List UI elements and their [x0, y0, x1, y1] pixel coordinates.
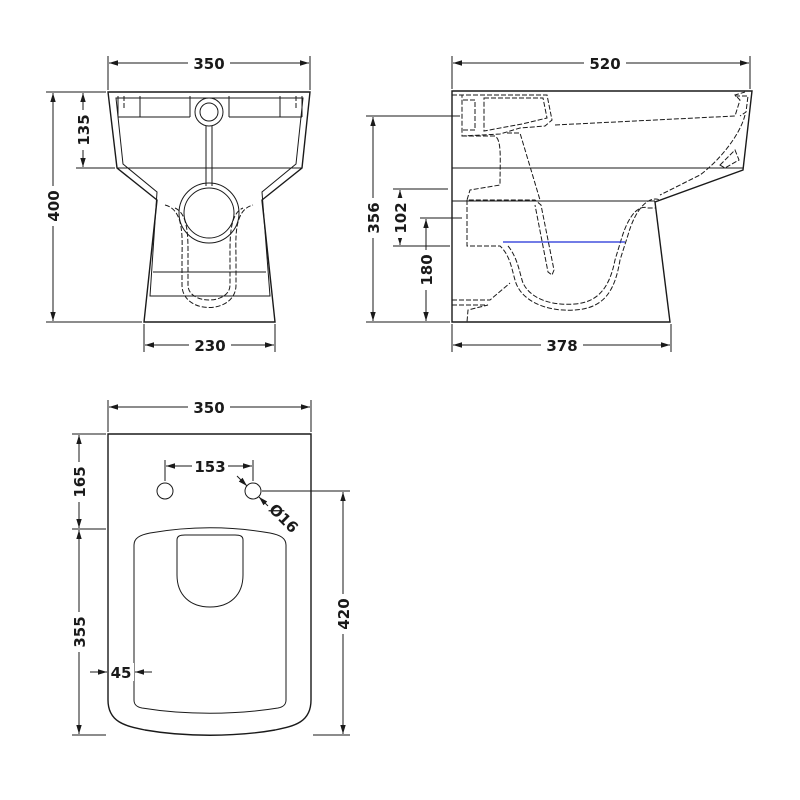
- front-outline: [107, 91, 311, 323]
- hole-to-front-label: 420: [335, 598, 353, 629]
- side-base-label: 378: [546, 337, 577, 355]
- side-dimensions: 520 356 102 180 378: [364, 54, 751, 355]
- front-height-label: 400: [45, 190, 63, 221]
- hole-diameter-label: Ø16: [265, 500, 302, 537]
- front-width-label: 350: [193, 55, 224, 73]
- side-length-label: 520: [589, 55, 620, 73]
- plan-outline: [107, 433, 312, 736]
- outlet-diameter-label: 102: [392, 202, 410, 233]
- front-dimensions: 350 400 135 230: [44, 54, 311, 355]
- lid-outline: [176, 534, 244, 608]
- hole-to-seat-label: 165: [71, 466, 89, 497]
- fixing-hole-right: [244, 482, 262, 500]
- front-view: [107, 91, 311, 323]
- outlet-centre-label: 180: [418, 254, 436, 285]
- cistern-depth-label: 135: [75, 114, 93, 145]
- plan-view: [107, 433, 312, 736]
- side-outline: [451, 90, 753, 323]
- seat-outline: [133, 527, 287, 714]
- seat-inset-label: 45: [111, 664, 132, 682]
- side-view: [451, 90, 753, 323]
- seat-length-label: 355: [71, 616, 89, 647]
- base-width-label: 230: [194, 337, 225, 355]
- outlet-height-label: 356: [365, 202, 383, 233]
- fixing-hole-left: [156, 482, 174, 500]
- plan-dimensions: 350 153 Ø16 165 355 420 45: [70, 398, 353, 736]
- hole-spacing-label: 153: [194, 458, 225, 476]
- plan-width-label: 350: [193, 399, 224, 417]
